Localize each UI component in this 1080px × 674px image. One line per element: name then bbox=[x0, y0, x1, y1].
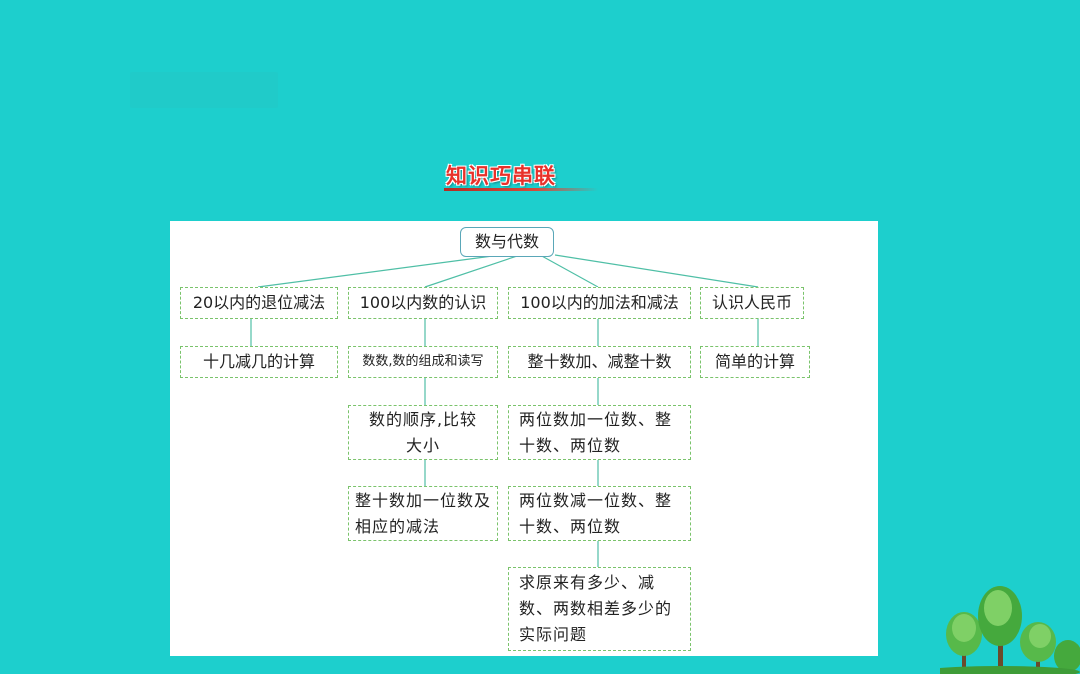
title-underline bbox=[444, 188, 598, 191]
branch-node-1: 20以内的退位减法 bbox=[180, 287, 338, 319]
title-banner: 知识巧串联 bbox=[440, 158, 600, 194]
connector-root-b4 bbox=[554, 254, 759, 288]
leaf-node-2-1: 数数,数的组成和读写 bbox=[348, 346, 498, 378]
branch-node-3: 100以内的加法和减法 bbox=[508, 287, 691, 319]
connector-root-b3 bbox=[539, 254, 599, 288]
leaf-node-3-3: 两位数减一位数、整十数、两位数 bbox=[508, 486, 691, 541]
diagram-panel: 数与代数 20以内的退位减法 100以内数的认识 100以内的加法和减法 认识人… bbox=[170, 221, 878, 656]
leaf-node-2-2: 数的顺序,比较大小 bbox=[348, 405, 498, 460]
leaf-node-3-1: 整十数加、减整十数 bbox=[508, 346, 691, 378]
section-title: 知识巧串联 bbox=[446, 164, 556, 188]
leaf-node-4-1: 简单的计算 bbox=[700, 346, 810, 378]
connector-root-b1 bbox=[257, 254, 501, 288]
branch-node-4: 认识人民币 bbox=[700, 287, 804, 319]
faint-placeholder-box bbox=[130, 72, 278, 108]
leaf-node-3-4: 求原来有多少、减数、两数相差多少的实际问题 bbox=[508, 567, 691, 651]
connector-root-b2 bbox=[424, 254, 521, 288]
tree-decoration bbox=[940, 586, 1080, 674]
root-node: 数与代数 bbox=[460, 227, 554, 257]
leaf-node-1-1: 十几减几的计算 bbox=[180, 346, 338, 378]
connector-lines bbox=[250, 254, 759, 567]
branch-node-2: 100以内数的认识 bbox=[348, 287, 498, 319]
leaf-node-2-3: 整十数加一位数及相应的减法 bbox=[348, 486, 498, 541]
leaf-node-3-2: 两位数加一位数、整十数、两位数 bbox=[508, 405, 691, 460]
